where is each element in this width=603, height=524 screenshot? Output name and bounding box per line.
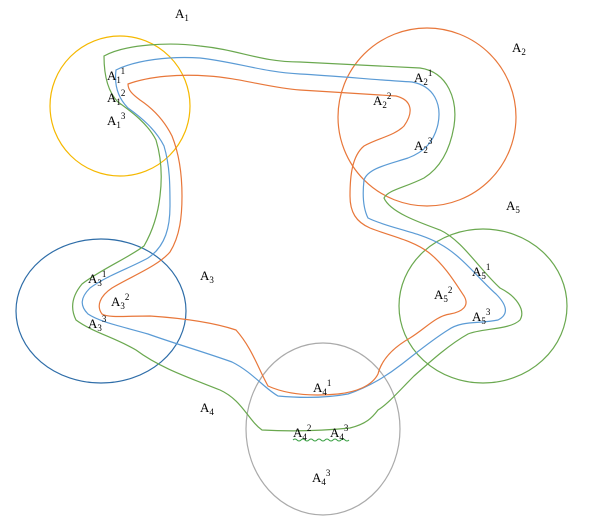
label-a5: A5: [506, 198, 520, 215]
label-a1: A1: [175, 6, 189, 23]
path-green: [72, 43, 523, 432]
label-a1-3: A13: [107, 111, 126, 130]
label-a3: A3: [200, 268, 214, 285]
circle-a3: [15, 238, 187, 384]
label-a3-3: A33: [88, 314, 107, 333]
label-a1-1: A11: [107, 66, 125, 85]
label-a2-3: A23: [414, 136, 433, 155]
label-a4: A4: [200, 400, 214, 417]
label-a5-2: A52: [434, 285, 452, 304]
label-a3-1: A31: [88, 269, 106, 288]
circle-a4: [245, 342, 401, 516]
label-a4-1: A41: [313, 378, 331, 397]
label-a1-2: A12: [107, 88, 125, 107]
label-a5-3: A53: [472, 307, 491, 326]
label-a4-3-lower: A43: [312, 468, 331, 487]
circle-a2: [337, 27, 517, 207]
label-a5-1: A51: [472, 262, 490, 281]
circle-a1: [49, 35, 191, 177]
label-a3-2: A32: [111, 292, 129, 311]
label-a4-2: A42: [293, 423, 311, 442]
label-a2-2: A22: [373, 91, 391, 110]
label-a4-3-upper: A43: [330, 423, 349, 442]
path-orange: [98, 74, 467, 396]
label-a2-1: A21: [414, 68, 432, 87]
circle-a5: [398, 228, 568, 384]
path-blue: [81, 56, 506, 398]
label-a2: A2: [512, 40, 526, 57]
wavy-underline: [292, 438, 350, 442]
